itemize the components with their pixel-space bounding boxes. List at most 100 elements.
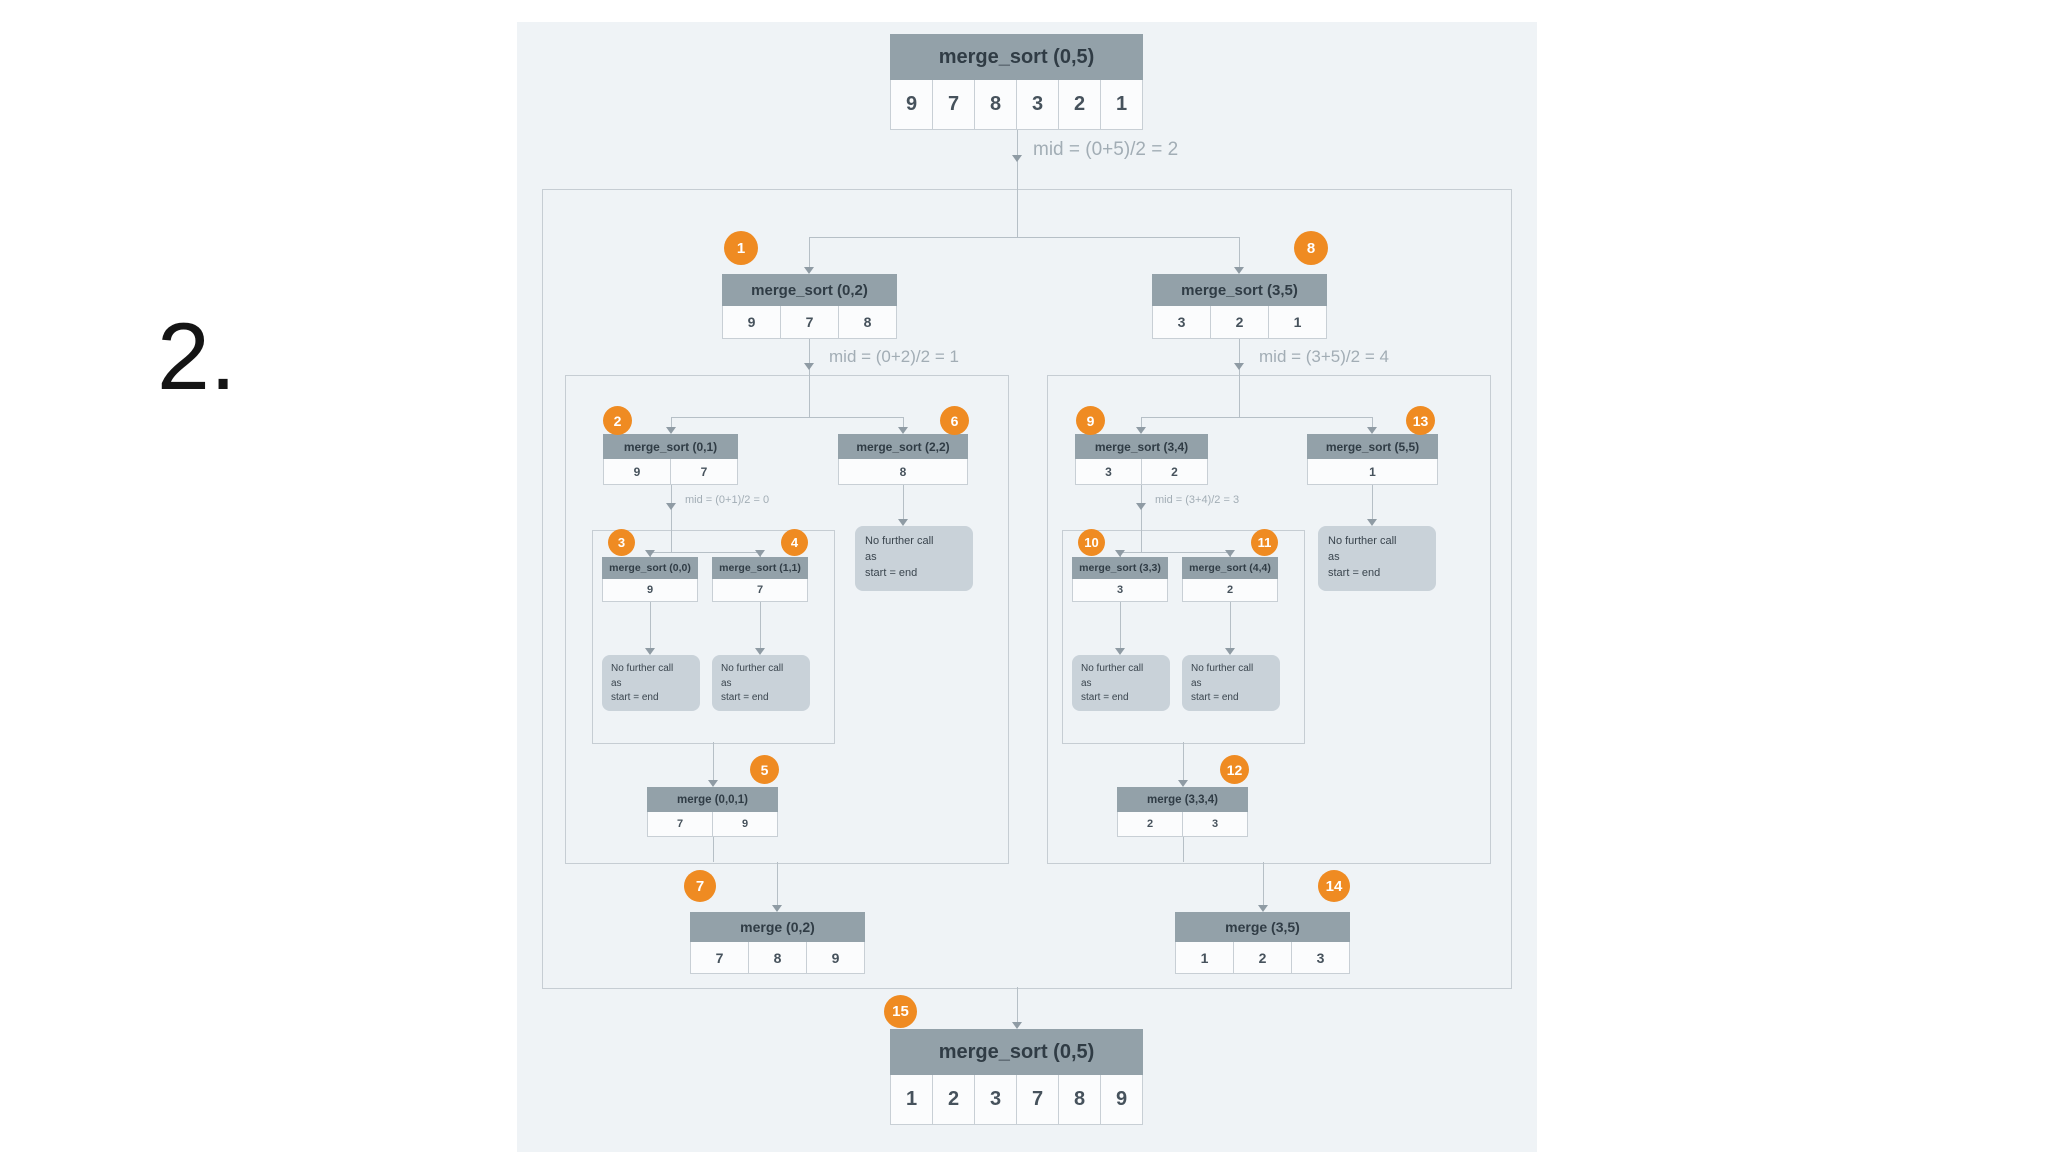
array-cell: 1 [1115, 93, 1128, 115]
order-badge: 3 [608, 529, 635, 556]
connector-line [650, 552, 760, 553]
array-row: 7 [712, 579, 808, 602]
array-row: 2 3 [1117, 812, 1248, 837]
connector-line [777, 862, 778, 906]
note-line: as [611, 677, 622, 689]
note-line: start = end [611, 692, 659, 703]
node-header: merge_sort (3,4) [1075, 434, 1208, 459]
node-header: merge_sort (2,2) [838, 434, 968, 459]
arrowhead [666, 503, 676, 510]
order-badge: 9 [1076, 406, 1105, 435]
array-cell: 7 [781, 306, 839, 338]
arrowhead [1136, 427, 1146, 434]
array-cell: 1 [891, 1075, 933, 1124]
mid-label-right-left: mid = (3+4)/2 = 3 [1155, 494, 1240, 506]
group-rect-root-split [542, 189, 1512, 989]
order-badge: 12 [1220, 755, 1249, 784]
array-cell: 2 [933, 1075, 975, 1124]
order-badge: 11 [1251, 529, 1278, 556]
arrowhead [1136, 503, 1146, 510]
node-14: merge (3,5) 1 2 3 [1175, 912, 1350, 974]
order-badge: 1 [724, 231, 758, 265]
array-cell: 2 [1211, 306, 1269, 338]
node-3: merge_sort (0,0) 9 [602, 557, 698, 602]
note-line: as [1328, 550, 1340, 563]
arrowhead [1225, 648, 1235, 655]
array-cell: 8 [899, 464, 907, 479]
note-line: as [865, 550, 877, 563]
note-box: No further call as start = end [1182, 655, 1280, 711]
node-4: merge_sort (1,1) 7 [712, 557, 808, 602]
array-cell: 2 [1118, 812, 1183, 836]
array-cell: 9 [604, 459, 671, 484]
order-badge: 8 [1294, 231, 1328, 265]
array-cell: 2 [1059, 80, 1101, 129]
array-cell: 3 [975, 1075, 1017, 1124]
connector-line [671, 417, 672, 430]
step-number: 2. [157, 304, 237, 410]
array-cell: 7 [700, 464, 708, 479]
arrowhead [1178, 780, 1188, 787]
array-cell: 9 [646, 584, 654, 596]
connector-line [1372, 485, 1373, 521]
connector-line [1263, 862, 1264, 906]
order-badge: 2 [603, 406, 632, 435]
node-12: merge (3,3,4) 2 3 [1117, 787, 1248, 837]
array-cell: 9 [831, 949, 840, 966]
node-header: merge_sort (4,4) [1182, 557, 1278, 579]
order-badge: 5 [750, 755, 779, 784]
array-cell: 3 [1153, 306, 1211, 338]
connector-line [903, 417, 904, 430]
array-cell: 7 [691, 942, 749, 973]
note-line: start = end [1328, 566, 1381, 579]
node-header: merge (3,5) [1175, 912, 1350, 942]
array-cell: 8 [863, 314, 872, 330]
array-cell: 2 [1226, 584, 1234, 596]
array-cell: 7 [648, 812, 713, 836]
note-box: No further call as start = end [712, 655, 810, 711]
node-header: merge_sort (0,1) [603, 434, 738, 459]
node-header: merge_sort (1,1) [712, 557, 808, 579]
arrowhead [1012, 155, 1022, 162]
array-cell: 8 [1059, 1075, 1101, 1124]
note-line: start = end [1081, 692, 1129, 703]
array-cell: 2 [1171, 464, 1178, 479]
note-line: as [1081, 677, 1092, 689]
connector-line [809, 237, 1239, 238]
mid-label-left: mid = (0+2)/2 = 1 [829, 347, 959, 366]
connector-line [1120, 602, 1121, 649]
array-row: 1 2 3 [1175, 942, 1350, 974]
arrowhead [645, 550, 655, 557]
arrowhead [1225, 550, 1235, 557]
connector-line [1372, 417, 1373, 430]
arrowhead [804, 267, 814, 274]
arrowhead [1258, 905, 1268, 912]
arrowhead [1234, 363, 1244, 370]
node-header: merge_sort (5,5) [1307, 434, 1438, 459]
array-row: 9 7 [603, 459, 738, 485]
order-badge: 7 [684, 870, 716, 902]
note-box: No further call as start = end [855, 526, 973, 591]
node-7: merge (0,2) 7 8 9 [690, 912, 865, 974]
order-badge: 10 [1078, 529, 1105, 556]
array-row: 9 [602, 579, 698, 602]
array-row: 3 [1072, 579, 1168, 602]
note-line: No further call [865, 535, 934, 547]
note-line: start = end [721, 692, 769, 703]
note-line: No further call [721, 663, 784, 674]
connector-line [671, 417, 903, 418]
note-box: No further call as start = end [1072, 655, 1170, 711]
array-row: 9 7 8 [722, 306, 897, 339]
array-cell: 3 [1076, 459, 1142, 484]
node-root: merge_sort (0,5) 9 7 8 3 2 1 [890, 34, 1143, 130]
arrowhead [898, 519, 908, 526]
note-box: No further call as start = end [1318, 526, 1436, 591]
connector-line [1120, 552, 1230, 553]
array-cell: 3 [1116, 584, 1124, 596]
arrowhead [666, 427, 676, 434]
mid-label-right: mid = (3+5)/2 = 4 [1259, 347, 1389, 366]
arrowhead [772, 905, 782, 912]
connector-line [1239, 237, 1240, 269]
note-line: start = end [1191, 692, 1239, 703]
